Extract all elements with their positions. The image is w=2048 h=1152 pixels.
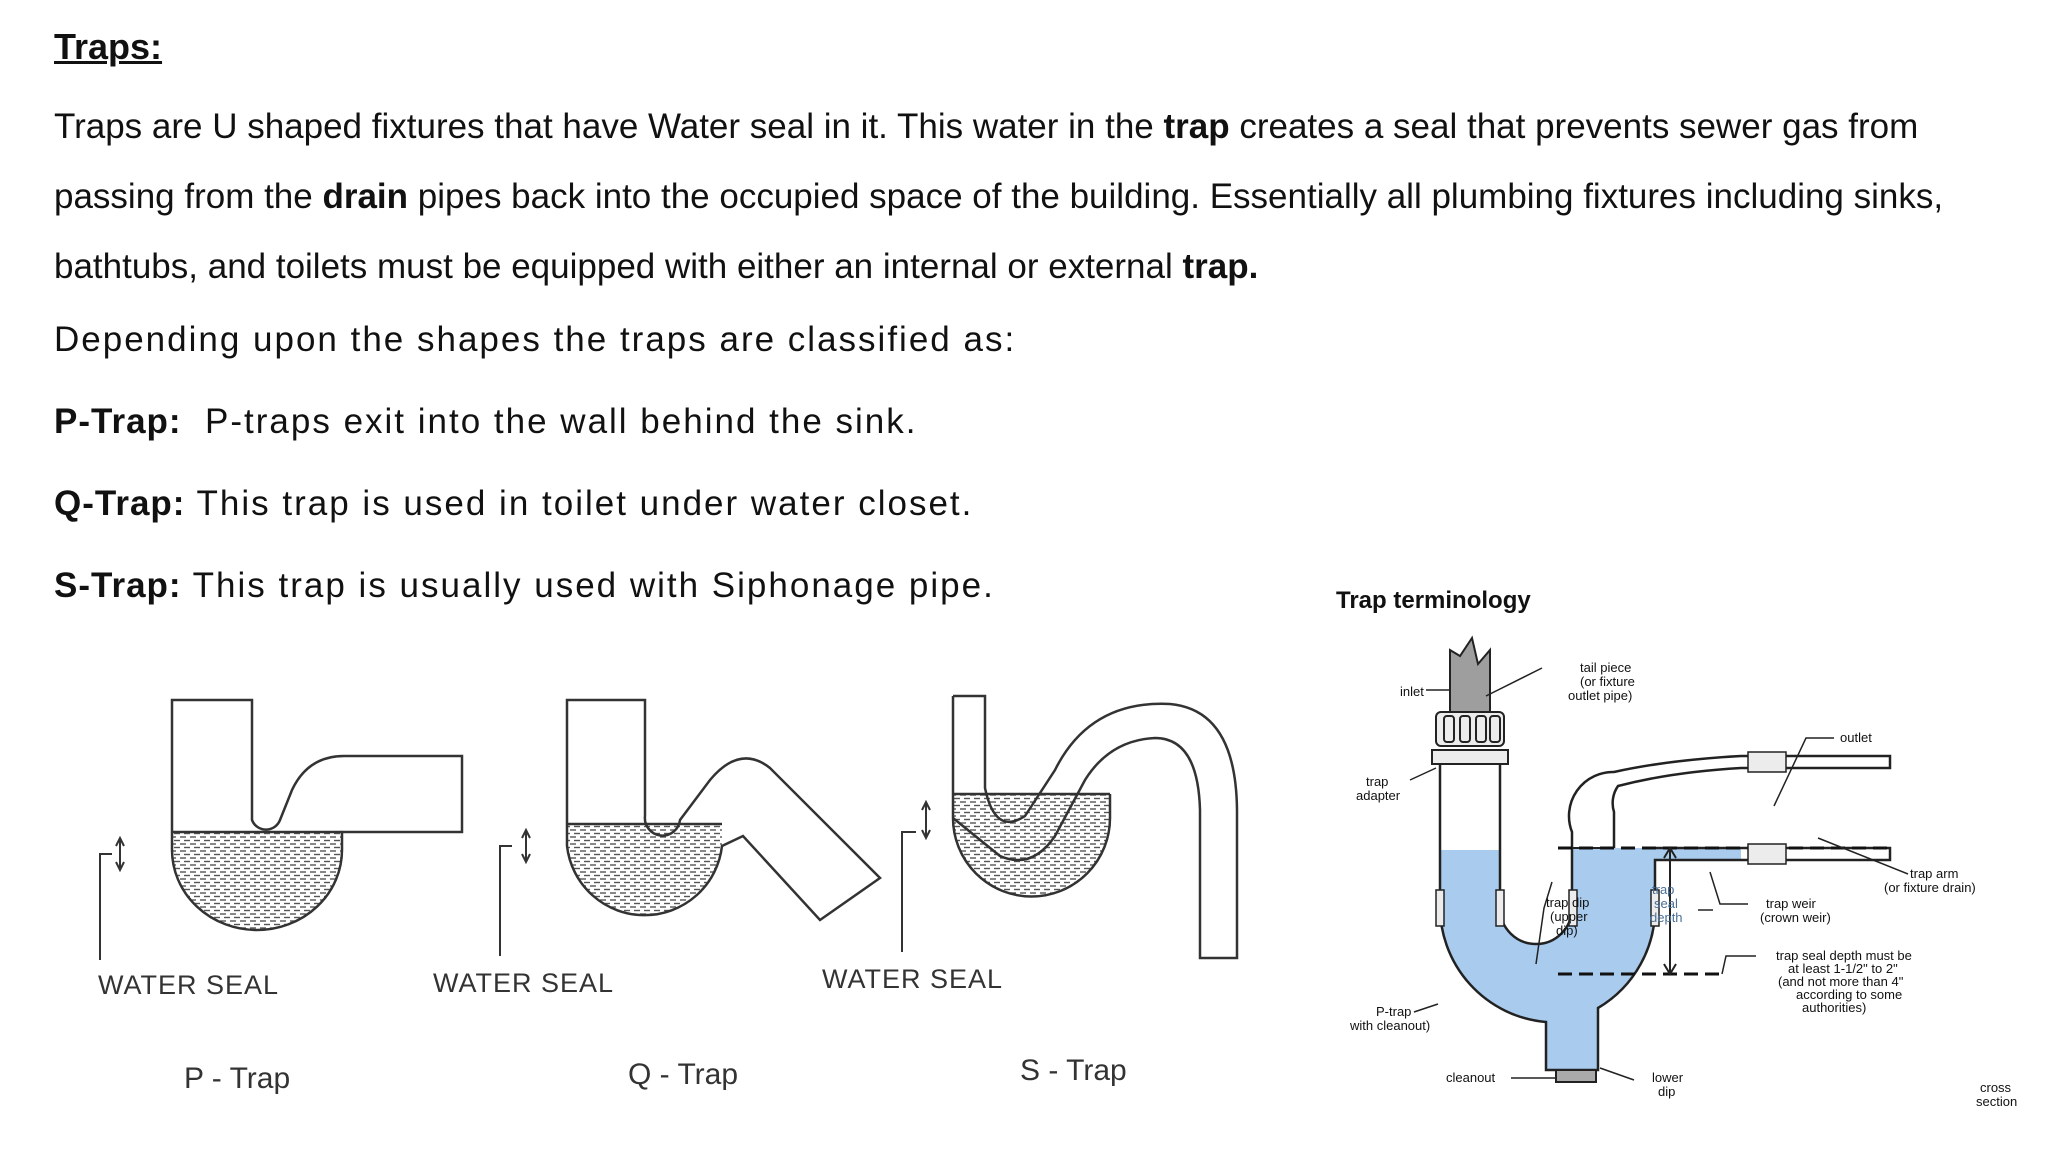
label-cross-section-1: cross — [1980, 1080, 2012, 1095]
p-trap-diagram — [99, 698, 464, 960]
label-trap-arm-2: (or fixture drain) — [1884, 880, 1976, 895]
label-trap-arm-1: trap arm — [1910, 866, 1958, 881]
label-trap-dip-3: dip) — [1556, 923, 1578, 938]
label-tail-piece-1: tail piece — [1580, 660, 1631, 675]
q-trap-diagram — [499, 698, 882, 956]
q-trap-line: Q-Trap: This trap is used in toilet unde… — [54, 484, 973, 524]
trap-types-figure: WATER SEAL WATER SEAL WATER SEAL P - Tra… — [98, 694, 1239, 1095]
s-trap-line: S-Trap: This trap is usually used with S… — [54, 566, 995, 606]
tail-piece — [1449, 635, 1491, 713]
label-trap-seal-depth-2: seal — [1654, 896, 1678, 911]
q-trap-water — [567, 824, 722, 916]
label-lower-dip-2: dip — [1658, 1084, 1675, 1099]
intro-text-1: Traps are U shaped fixtures that have Wa… — [54, 107, 1164, 146]
q-trap-caption: Q - Trap — [628, 1058, 738, 1091]
label-depth-note-3: (and not more than 4" — [1778, 974, 1904, 989]
intro-paragraph: Traps are U shaped fixtures that have Wa… — [54, 92, 2014, 302]
intro-text-2: creates a seal that prevents sewer gas f… — [54, 107, 1919, 216]
cleanout-cap — [1555, 1069, 1597, 1083]
label-depth-note-5: authorities) — [1802, 1000, 1866, 1015]
label-tail-piece-2: (or fixture — [1580, 674, 1635, 689]
s-water-seal-label: WATER SEAL — [822, 964, 1003, 994]
intro-text-3: pipes back into the occupied space of th… — [54, 177, 1944, 286]
trap-pipe-drawing — [1431, 635, 1892, 1083]
q-trap-desc: This trap is used in toilet under water … — [196, 484, 974, 523]
label-ptrap-cleanout-2: with cleanout) — [1349, 1018, 1430, 1033]
q-trap-term: Q-Trap: — [54, 484, 186, 523]
label-trap-weir-1: trap weir — [1766, 896, 1817, 911]
page-heading: Traps: — [54, 26, 163, 67]
classification-intro: Depending upon the shapes the traps are … — [54, 320, 1017, 359]
label-trap-adapter-2: adapter — [1356, 788, 1401, 803]
p-trap-caption: P - Trap — [184, 1062, 290, 1095]
label-trap-seal-depth-3: depth — [1650, 910, 1683, 925]
terminology-title: Trap terminology — [1336, 587, 1531, 614]
p-trap-term: P-Trap: — [54, 402, 182, 441]
label-trap-seal-depth-1: trap — [1652, 882, 1674, 897]
trap-water-fill — [1439, 848, 1741, 1070]
label-trap-dip-1: trap dip — [1546, 895, 1589, 910]
label-trap-adapter-1: trap — [1366, 774, 1388, 789]
intro-bold-trap: trap — [1163, 107, 1230, 146]
trap-terminology-figure: Trap terminology — [1336, 587, 2017, 1109]
label-trap-weir-2: (crown weir) — [1760, 910, 1831, 925]
label-depth-note-4: according to some — [1796, 987, 1902, 1002]
q-water-seal-label: WATER SEAL — [433, 968, 614, 998]
label-outlet: outlet — [1840, 730, 1872, 745]
label-cleanout: cleanout — [1446, 1070, 1496, 1085]
p-trap-desc: P-traps exit into the wall behind the si… — [205, 402, 918, 441]
label-ptrap-cleanout-1: P-trap — [1376, 1004, 1411, 1019]
intro-bold-trap-end: trap. — [1182, 247, 1259, 286]
label-lower-dip-1: lower — [1652, 1070, 1684, 1085]
s-trap-diagram — [901, 694, 1239, 960]
intro-bold-drain: drain — [322, 177, 409, 216]
s-trap-term: S-Trap: — [54, 566, 182, 605]
p-trap-water — [172, 832, 342, 930]
label-inlet: inlet — [1400, 684, 1424, 699]
p-trap-line: P-Trap: P-traps exit into the wall behin… — [54, 402, 917, 442]
label-tail-piece-3: outlet pipe) — [1568, 688, 1632, 703]
s-trap-water — [953, 794, 1110, 897]
s-trap-desc: This trap is usually used with Siphonage… — [192, 566, 995, 605]
label-depth-note-2: at least 1-1/2" to 2" — [1788, 961, 1898, 976]
label-trap-dip-2: (upper — [1550, 909, 1588, 924]
label-cross-section-2: section — [1976, 1094, 2017, 1109]
s-trap-caption: S - Trap — [1020, 1054, 1127, 1087]
label-depth-note-1: trap seal depth must be — [1776, 948, 1912, 963]
p-water-seal-label: WATER SEAL — [98, 970, 279, 1000]
